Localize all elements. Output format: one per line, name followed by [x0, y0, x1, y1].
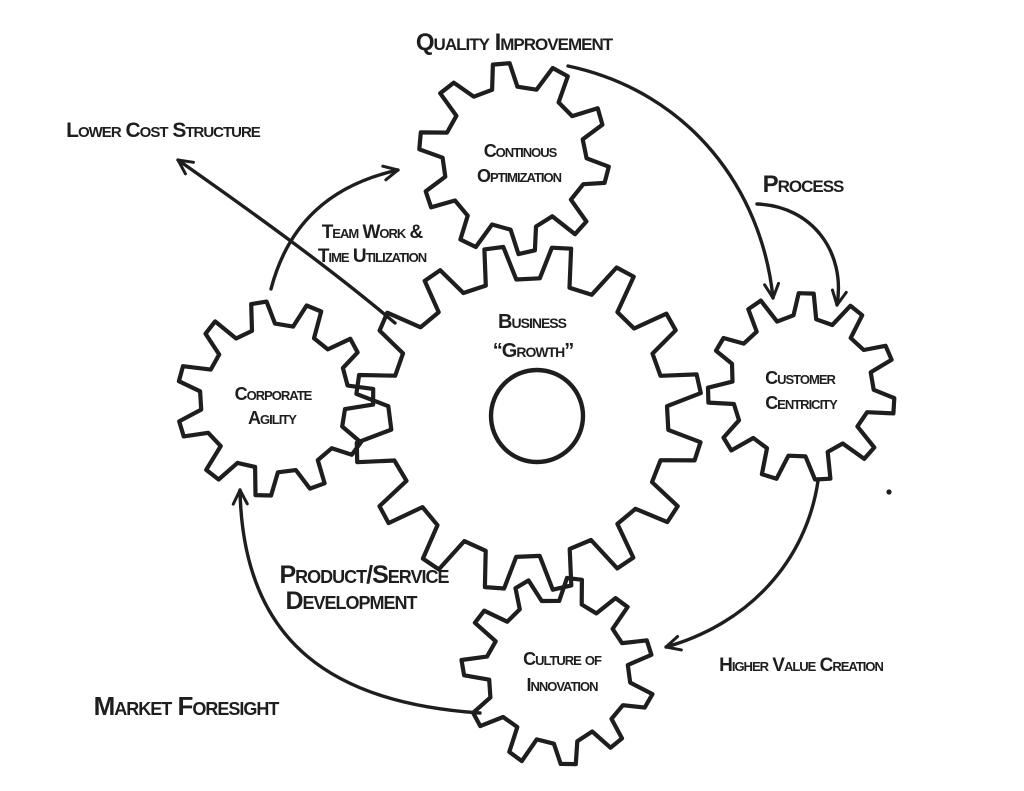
ink-dot: [886, 489, 892, 495]
gear-right-label-line2: Centricity: [765, 393, 838, 413]
label-product-service-line2: Development: [285, 587, 417, 615]
label-product-service-line1: Product/Service: [280, 561, 450, 589]
gear-left-label-line1: Corporate: [235, 384, 313, 404]
gear-continous-optimization: [417, 61, 611, 257]
label-lower-cost-structure: Lower Cost Structure: [66, 119, 261, 142]
label-teamwork-line1: Team Work &: [322, 222, 424, 243]
arrow-culture-of-innovation-to-corporate-agility: [231, 488, 482, 715]
label-process: Process: [763, 171, 844, 198]
gear-top-label-line2: Optimization: [477, 166, 562, 186]
gear-right-label-line1: Customer: [765, 368, 836, 388]
label-market-foresight: Market Foresight: [94, 691, 280, 721]
gear-center-label-line2: “Growth”: [493, 340, 573, 362]
gear-corporate-agility: [176, 299, 376, 498]
gear-top-label-line1: Continous: [484, 141, 558, 161]
gear-customer-centricity: [705, 291, 897, 482]
gear-hub-circle: [488, 367, 586, 465]
arrow-quality-improvement-to-customer-centricity: [566, 64, 781, 300]
label-quality-improvement: Quality Improvement: [416, 29, 614, 56]
gear-bottom-label-line2: Innovation: [526, 675, 598, 695]
gear-left-label-line2: Agility: [248, 408, 297, 428]
arrow-process-to-customer-centricity: [755, 202, 848, 307]
gear-center-label-line1: Business: [498, 311, 567, 333]
gear-bottom-label-line1: Culture of: [523, 649, 602, 669]
arrow-customer-centricity-to-culture-of-innovation: [664, 479, 820, 652]
gear-culture-of-innovation: [459, 575, 655, 767]
arrow-teamwork-to-continous-optimization: [269, 164, 400, 291]
label-teamwork-line2: Time Utilization: [318, 246, 427, 267]
label-higher-value-creation: Higher Value Creation: [719, 655, 883, 676]
gear-business-growth: [354, 244, 703, 592]
